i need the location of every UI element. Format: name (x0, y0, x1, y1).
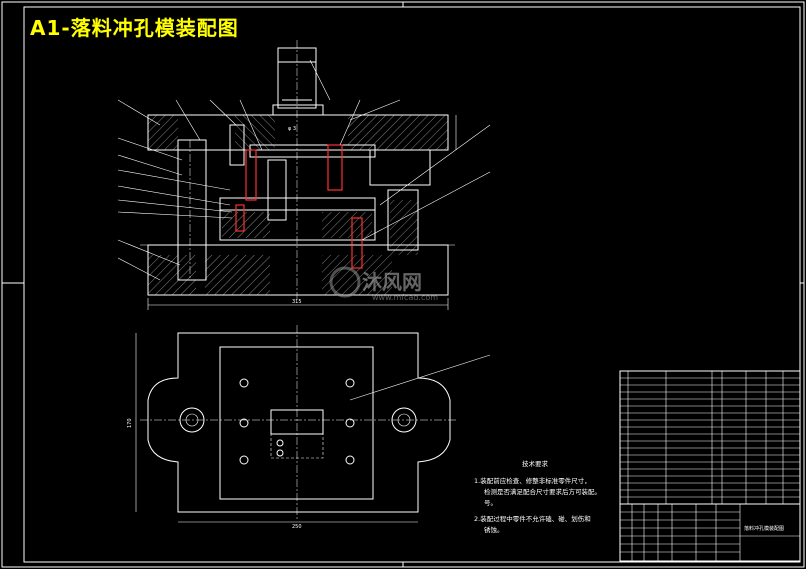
tech-requirements: 技术要求 1.装配前应检查、修整非标准零件尺寸， 检测是否满足配合尺寸要求后方可… (474, 459, 601, 534)
tech-line-1: 1.装配前应检查、修整非标准零件尺寸， (474, 476, 591, 485)
tech-line-2: 检测是否满足配合尺寸要求后方可装配。 (484, 487, 601, 496)
tech-line-5: 锈蚀。 (484, 525, 504, 534)
watermark-url: www.mfcad.com (372, 293, 438, 302)
svg-text:φ 3: φ 3 (288, 126, 296, 132)
plan-height-dimension: 170 (127, 418, 133, 428)
front-width-dimension: 315 (292, 299, 302, 305)
watermark: 沐风网 www.mfcad.com (329, 266, 438, 302)
watermark-brand: 沐风网 (362, 270, 422, 294)
tech-line-3: 号。 (484, 499, 497, 507)
plan-view: 250 170 (127, 325, 491, 530)
plan-width-dimension: 250 (292, 524, 302, 530)
tech-heading: 技术要求 (522, 459, 549, 468)
front-section-view: φ 3 (117, 40, 491, 310)
title-block: 落料冲孔模装配图 (619, 370, 801, 562)
title-block-name: 落料冲孔模装配图 (744, 525, 784, 532)
drawing-title: A1-落料冲孔模装配图 (30, 16, 239, 40)
tech-line-4: 2.装配过程中零件不允许磕、碰、划伤和 (474, 514, 591, 523)
